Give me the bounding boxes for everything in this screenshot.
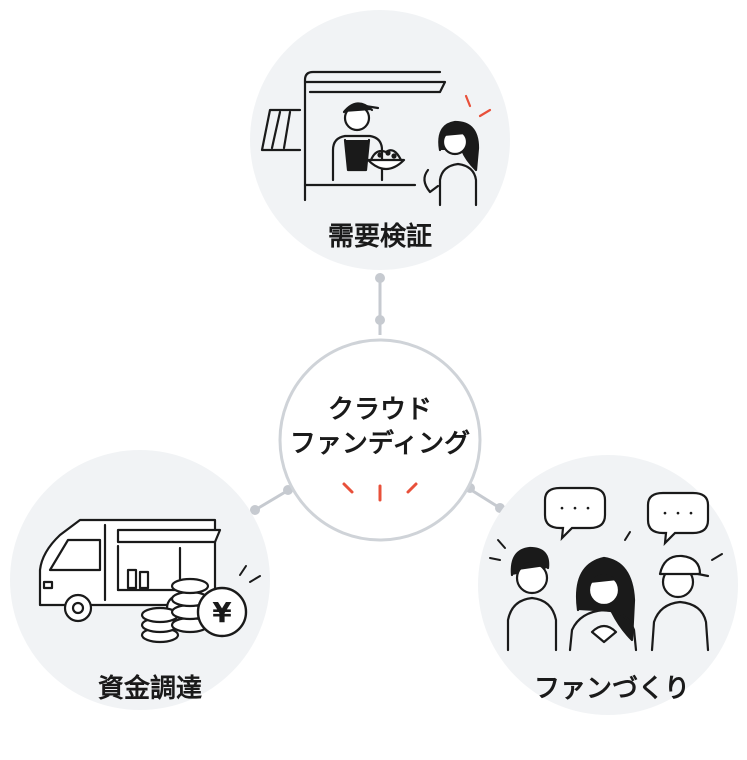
customer-excited-icon [464, 94, 492, 118]
center-title-line1: クラウド [328, 395, 432, 425]
speech-bubble-left-icon: ・・・ [543, 486, 607, 541]
center-spark-icon [342, 482, 418, 502]
center-title-line2: ファンディング [290, 428, 470, 459]
connector-dot-left-outer [250, 505, 260, 515]
top-node-label: 需要検証 [328, 221, 432, 252]
right-node-label: ファンづくり [534, 674, 690, 704]
food-stall-illustration [260, 70, 480, 207]
yen-symbol: ¥ [212, 596, 232, 629]
connector-dot-top-inner [375, 315, 385, 325]
yen-coin-icon: ¥ [196, 586, 248, 638]
fans-chatter-icon [489, 531, 723, 561]
left-node-label: 資金調達 [98, 673, 202, 704]
fans-illustration [506, 546, 710, 652]
coin-shine-icon [239, 565, 261, 583]
speech-bubble-right-icon: ・・・ [646, 491, 710, 546]
speech-bubble-right-text: ・・・ [658, 507, 697, 522]
center-circle [278, 338, 482, 542]
speech-bubble-left-text: ・・・ [555, 502, 594, 517]
connector-dot-top-outer [375, 273, 385, 283]
